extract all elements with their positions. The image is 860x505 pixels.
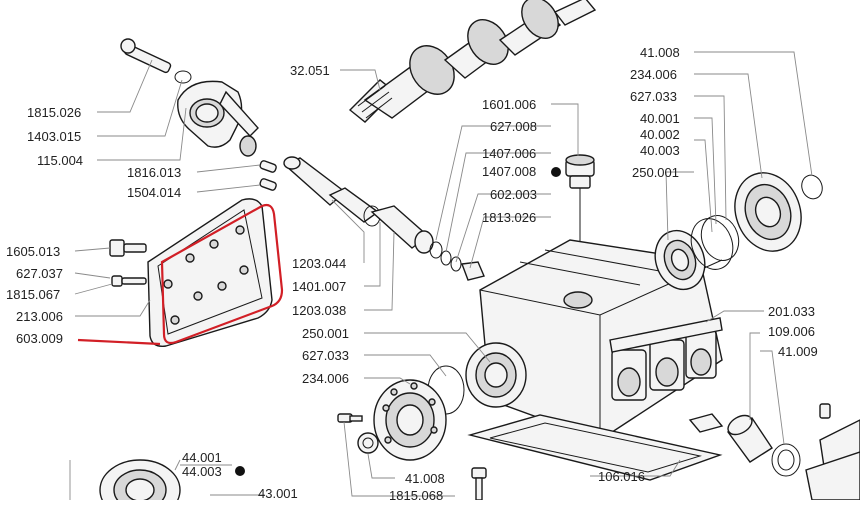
label-1203-044[interactable]: 1203.044 — [292, 256, 346, 271]
label-201-033[interactable]: 201.033 — [768, 304, 815, 319]
crosshead-pins — [259, 160, 277, 191]
label-627-033-top[interactable]: 627.033 — [630, 89, 677, 104]
label-1601-006[interactable]: 1601.006 — [482, 97, 536, 112]
marker-dot-44-003 — [235, 466, 245, 476]
label-115-004[interactable]: 115.004 — [37, 153, 83, 168]
label-1605-013[interactable]: 1605.013 — [6, 244, 60, 259]
rear-cover — [147, 198, 273, 347]
label-40-001[interactable]: 40.001 — [640, 111, 680, 126]
lower-right-parts — [726, 403, 860, 501]
label-1815-068[interactable]: 1815.068 — [389, 488, 443, 503]
label-1407-008[interactable]: 1407.008 — [482, 164, 536, 179]
gasket-603-009-highlight[interactable] — [160, 203, 284, 345]
label-1203-038[interactable]: 1203.038 — [292, 303, 346, 318]
label-32-051[interactable]: 32.051 — [290, 63, 330, 78]
highlight-leader — [77, 338, 161, 346]
label-1815-026[interactable]: 1815.026 — [27, 105, 81, 120]
label-40-003[interactable]: 40.003 — [640, 143, 680, 158]
part-labels: 1815.026 1403.015 115.004 1816.013 1504.… — [6, 45, 818, 503]
label-213-006[interactable]: 213.006 — [16, 309, 63, 324]
left-bearing — [337, 365, 465, 461]
label-106-016[interactable]: 106.016 — [598, 469, 645, 484]
cover-screws — [109, 239, 147, 287]
crankshaft — [348, 0, 597, 123]
label-41-008-bottom[interactable]: 41.008 — [405, 471, 445, 486]
leader-lines — [69, 51, 813, 500]
label-1816-013[interactable]: 1816.013 — [127, 165, 181, 180]
label-44-001[interactable]: 44.001 — [182, 450, 222, 465]
label-1815-067[interactable]: 1815.067 — [6, 287, 60, 302]
label-1504-014[interactable]: 1504.014 — [127, 185, 181, 200]
pump-housing — [465, 239, 723, 441]
connecting-rod — [120, 38, 259, 157]
label-627-033-center[interactable]: 627.033 — [302, 348, 349, 363]
plunger-assembly — [283, 156, 485, 281]
lower-left-parts — [99, 459, 487, 505]
label-627-008[interactable]: 627.008 — [490, 119, 537, 134]
oil-plug — [565, 154, 595, 245]
label-109-006[interactable]: 109.006 — [768, 324, 815, 339]
label-250-001-center[interactable]: 250.001 — [302, 326, 349, 341]
label-234-006-top[interactable]: 234.006 — [630, 67, 677, 82]
label-41-009[interactable]: 41.009 — [778, 344, 818, 359]
base-foot — [467, 413, 724, 481]
label-44-003[interactable]: 44.003 — [182, 464, 222, 479]
label-250-001-right[interactable]: 250.001 — [632, 165, 679, 180]
label-603-009[interactable]: 603.009 — [16, 331, 63, 346]
marker-dot-1407-008 — [551, 167, 561, 177]
label-627-037[interactable]: 627.037 — [16, 266, 63, 281]
label-1813-026[interactable]: 1813.026 — [482, 210, 536, 225]
label-234-006-center[interactable]: 234.006 — [302, 371, 349, 386]
label-40-002[interactable]: 40.002 — [640, 127, 680, 142]
right-bearing-stack — [654, 172, 823, 291]
label-41-008-top[interactable]: 41.008 — [640, 45, 680, 60]
label-602-003[interactable]: 602.003 — [490, 187, 537, 202]
label-1407-006[interactable]: 1407.006 — [482, 146, 536, 161]
label-1401-007[interactable]: 1401.007 — [292, 279, 346, 294]
label-1403-015[interactable]: 1403.015 — [27, 129, 81, 144]
label-43-001[interactable]: 43.001 — [258, 486, 298, 501]
